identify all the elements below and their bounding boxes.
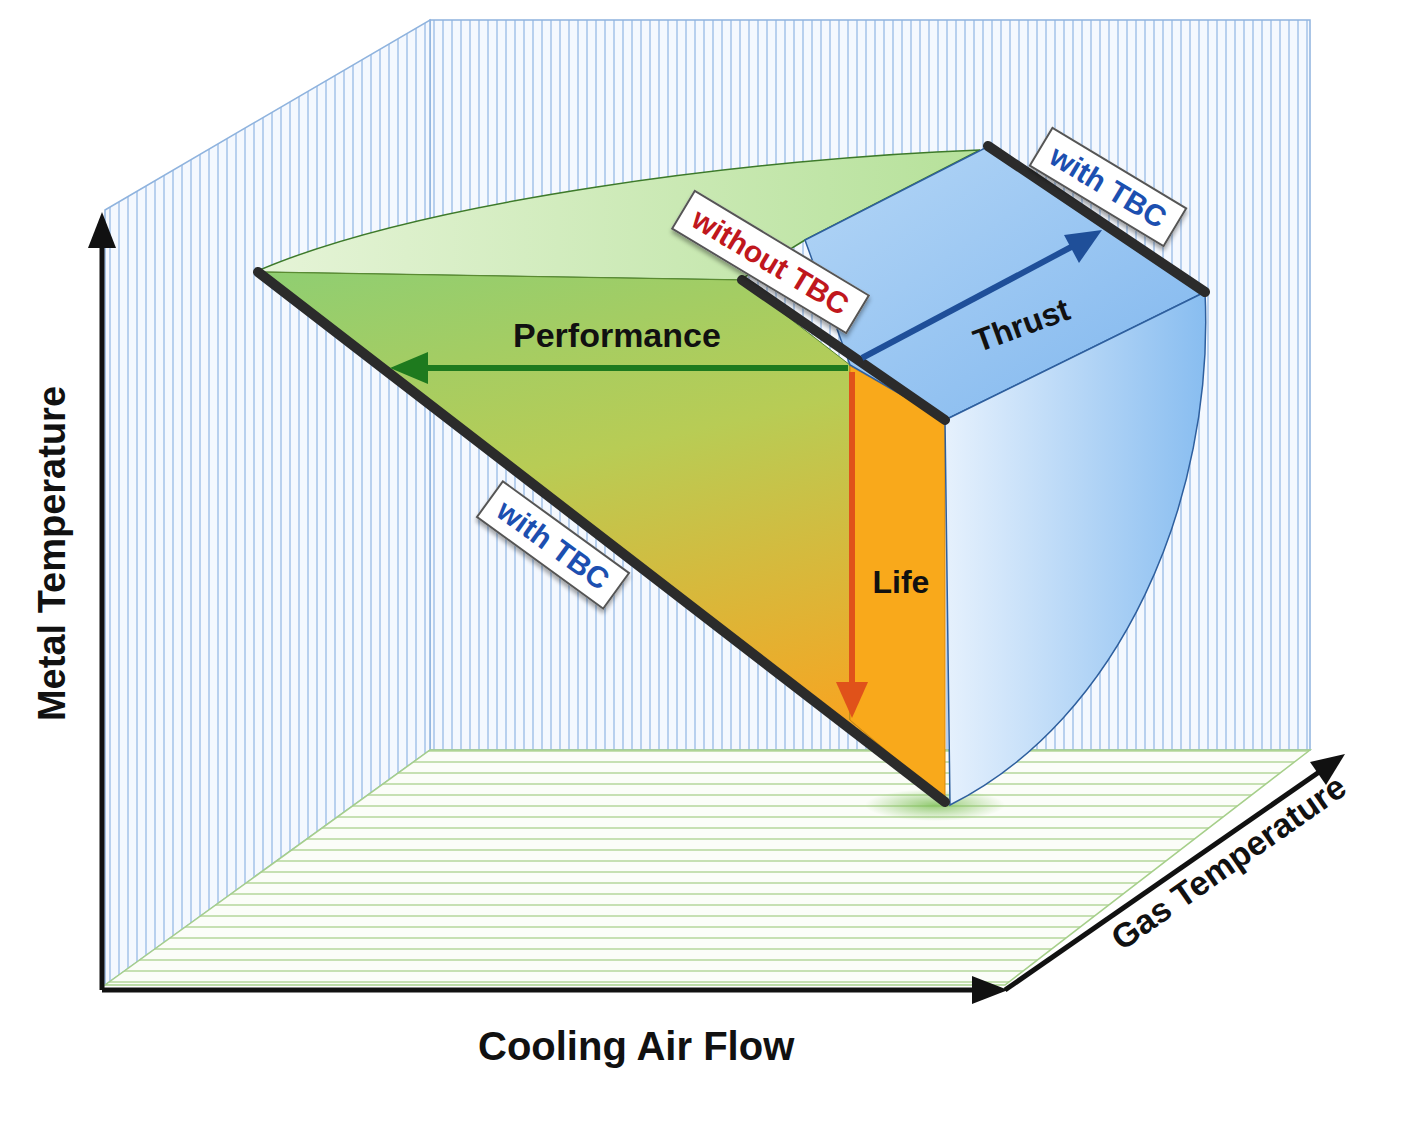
performance-arrow bbox=[390, 352, 848, 384]
axis-title: Metal Temperature bbox=[31, 385, 74, 720]
performance-label: Performance bbox=[513, 316, 721, 355]
axis-title: Cooling Air Flow bbox=[478, 1024, 794, 1069]
tbc-bars bbox=[258, 146, 1205, 802]
axes bbox=[102, 240, 1322, 990]
life-arrow bbox=[836, 372, 868, 718]
life-label: Life bbox=[873, 564, 930, 601]
axis-arrowheads bbox=[88, 212, 1345, 1004]
thrust-front-face bbox=[945, 292, 1206, 805]
